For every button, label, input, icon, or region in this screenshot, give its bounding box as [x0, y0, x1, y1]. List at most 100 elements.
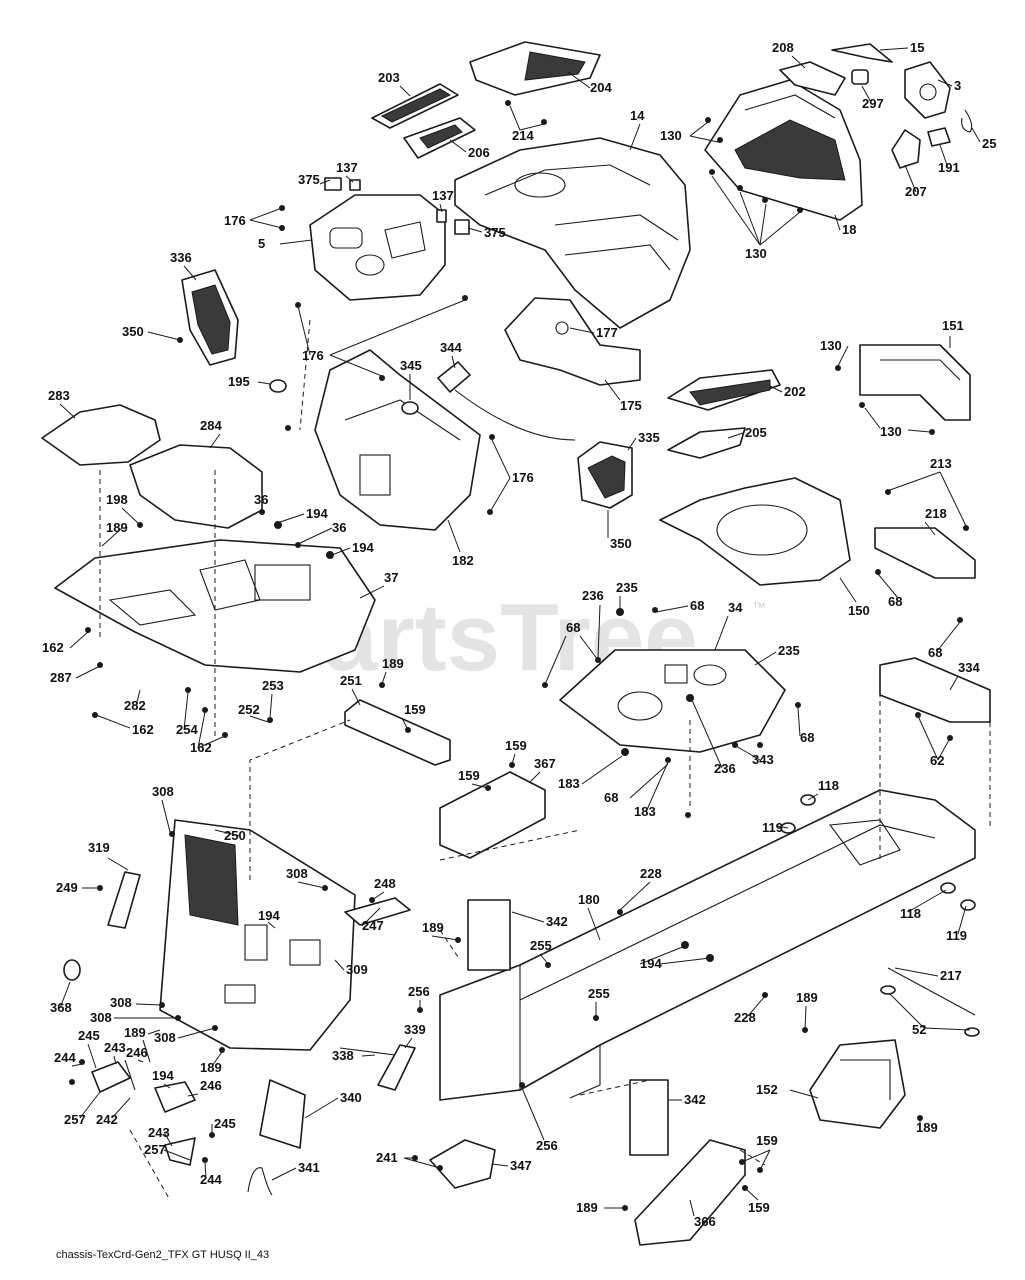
callout-347: 347	[510, 1158, 532, 1173]
part-366-bracket	[634, 1139, 746, 1246]
callout-375-a: 375	[298, 172, 320, 187]
part-119-washer-b	[960, 899, 976, 911]
part-151-bracket	[859, 344, 971, 421]
watermark-trademark: ™	[752, 599, 766, 615]
callout-194-e: 194	[152, 1068, 174, 1083]
callout-228-a: 228	[640, 866, 662, 881]
callout-245-a: 245	[78, 1028, 100, 1043]
part-284-fender-top	[129, 444, 263, 529]
part-202-side-grille	[667, 369, 781, 411]
callout-3: 3	[954, 78, 961, 93]
callout-119-b: 119	[946, 928, 967, 943]
callout-375-b: 375	[484, 225, 506, 240]
callout-350-a: 350	[122, 324, 144, 339]
callout-350-b: 350	[610, 536, 632, 551]
part-247-bracket	[344, 897, 411, 926]
callout-217: 217	[940, 968, 962, 983]
callout-246-b: 246	[200, 1078, 222, 1093]
callout-152: 152	[756, 1082, 778, 1097]
part-336-side-grille	[181, 269, 239, 366]
callout-308-c: 308	[110, 995, 132, 1010]
callout-254: 254	[176, 722, 198, 737]
callout-130-top: 130	[660, 128, 682, 143]
part-206-vent-panel	[403, 117, 476, 159]
callout-246-a: 246	[126, 1045, 148, 1060]
callout-308-b: 308	[286, 866, 308, 881]
part-195-grommet	[269, 379, 287, 393]
callout-335: 335	[638, 430, 660, 445]
callout-130-right-a: 130	[820, 338, 842, 353]
callout-245-b: 245	[214, 1116, 236, 1131]
callout-243-a: 243	[104, 1040, 126, 1055]
callout-366: 366	[694, 1214, 716, 1229]
callout-205: 205	[745, 425, 767, 440]
callout-236-b: 236	[714, 761, 736, 776]
callout-189-g: 189	[916, 1120, 938, 1135]
callout-118-b: 118	[900, 906, 921, 921]
callout-342-b: 342	[684, 1092, 706, 1107]
part-375-bezel	[324, 177, 342, 191]
callout-287: 287	[50, 670, 72, 685]
callout-175: 175	[620, 398, 642, 413]
callout-368: 368	[50, 1000, 72, 1015]
callout-343: 343	[752, 752, 774, 767]
part-347-bracket	[429, 1139, 496, 1189]
callout-214: 214	[512, 128, 534, 143]
callout-344: 344	[440, 340, 462, 355]
callout-282: 282	[124, 698, 146, 713]
part-341-spring	[247, 1167, 273, 1196]
callout-340: 340	[340, 1090, 362, 1105]
callout-176-c: 176	[512, 470, 534, 485]
callout-319: 319	[88, 840, 110, 855]
part-150-pan	[659, 477, 851, 586]
part-368-grommet	[63, 959, 81, 981]
part-340-cover	[259, 1079, 306, 1149]
callout-labels: 15 208 3 297 25 191 207 130 14 130 18 20…	[42, 40, 996, 1229]
part-180-frame	[439, 789, 976, 1101]
callout-177: 177	[596, 325, 618, 340]
callout-241: 241	[376, 1150, 398, 1165]
callout-68-e: 68	[604, 790, 618, 805]
callout-204: 204	[590, 80, 612, 95]
callout-159-a: 159	[404, 702, 426, 717]
callout-257-b: 257	[144, 1142, 166, 1157]
callout-52: 52	[912, 1022, 926, 1037]
callout-206: 206	[468, 145, 490, 160]
callout-252: 252	[238, 702, 260, 717]
part-34-seat-pan	[559, 649, 786, 753]
part-152-seat-bracket	[809, 1039, 906, 1129]
callout-256-a: 256	[408, 984, 430, 999]
callout-191: 191	[938, 160, 960, 175]
part-367-bracket	[439, 771, 546, 859]
callout-284: 284	[200, 418, 222, 433]
leader-lines	[59, 47, 981, 1217]
callout-244-b: 244	[200, 1172, 222, 1187]
callout-162-a: 162	[42, 640, 64, 655]
part-175-dash-bracket	[504, 297, 641, 386]
part-204-hood-top	[469, 41, 601, 96]
callout-62: 62	[930, 753, 944, 768]
callout-194-a: 194	[306, 506, 328, 521]
callout-250: 250	[224, 828, 246, 843]
part-5-dash-console	[309, 194, 446, 301]
callout-14: 14	[630, 108, 645, 123]
callout-130-right-b: 130	[880, 424, 902, 439]
callout-182: 182	[452, 553, 474, 568]
callout-243-b: 243	[148, 1125, 170, 1140]
callout-189-d: 189	[124, 1025, 146, 1040]
callout-189-b: 189	[382, 656, 404, 671]
callout-242: 242	[96, 1112, 118, 1127]
callout-236-a: 236	[582, 588, 604, 603]
callout-228-b: 228	[734, 1010, 756, 1025]
callout-256-b: 256	[536, 1138, 558, 1153]
callout-198: 198	[106, 492, 128, 507]
callout-119-a: 119	[762, 820, 783, 835]
callout-213: 213	[930, 456, 952, 471]
part-217-rod	[880, 967, 980, 1037]
callout-36-b: 36	[332, 520, 346, 535]
callout-249: 249	[56, 880, 78, 895]
part-345-knob	[401, 401, 419, 415]
part-218-bracket	[874, 527, 976, 579]
callout-189-f: 189	[796, 990, 818, 1005]
